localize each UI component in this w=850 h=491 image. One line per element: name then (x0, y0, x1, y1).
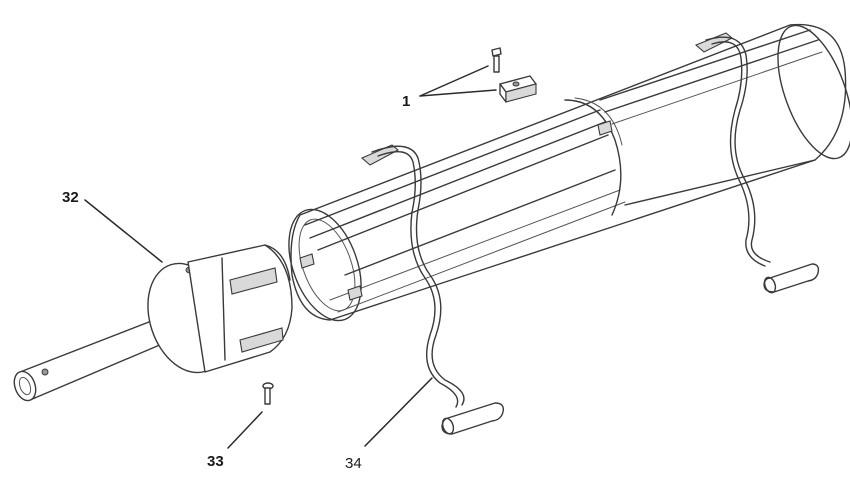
screw-and-block (491, 47, 537, 103)
leader-34 (364, 377, 433, 447)
callout-32: 32 (62, 189, 79, 206)
leader-1-a (419, 65, 489, 97)
callout-34: 34 (345, 455, 362, 472)
wire-hanger-left (360, 144, 505, 435)
wire-hanger-right (694, 32, 820, 294)
roller-tube (288, 23, 850, 322)
leader-33 (227, 411, 263, 449)
leader-32 (84, 199, 163, 263)
leader-1-b (419, 89, 497, 97)
end-cap-with-shaft (13, 244, 293, 402)
screw-small (262, 382, 274, 405)
callout-33: 33 (207, 453, 224, 470)
callout-1: 1 (402, 93, 410, 110)
